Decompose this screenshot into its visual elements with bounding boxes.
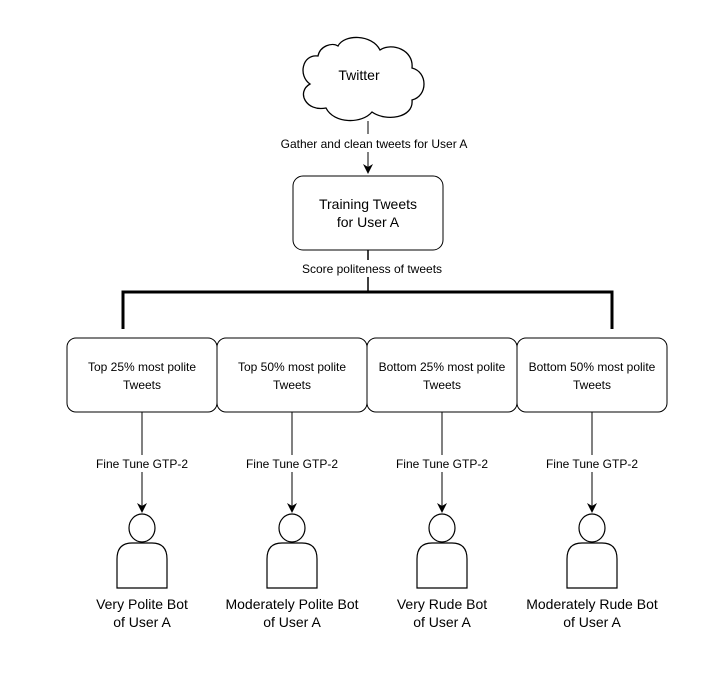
score-label-bg — [296, 260, 448, 277]
subset-label-line2: Tweets — [573, 378, 611, 392]
person-body — [116, 542, 168, 589]
person-body — [566, 542, 618, 589]
person-icon — [266, 513, 318, 589]
person-icon — [416, 513, 468, 589]
training-tweets-node: Training Tweets for User A — [292, 175, 444, 251]
bot-label-line1: Very Polite Bot — [96, 596, 188, 612]
training-tweets-box — [292, 175, 444, 251]
fine-tune-label: Fine Tune GTP-2 — [396, 457, 488, 471]
gather-label: Gather and clean tweets for User A — [281, 137, 468, 151]
subset-box — [216, 337, 368, 413]
bot-label-line2: of User A — [113, 614, 171, 630]
person-head — [128, 513, 156, 543]
training-tweets-line1: Training Tweets — [319, 196, 417, 212]
subset-label-line1: Bottom 25% most polite — [379, 360, 506, 374]
subset-box — [66, 337, 218, 413]
person-icon — [566, 513, 618, 589]
fine-tune-label: Fine Tune GTP-2 — [546, 457, 638, 471]
fine-tune-label-bg — [90, 455, 194, 472]
bot-label-line1: Moderately Polite Bot — [225, 596, 358, 612]
bot-label-line2: of User A — [263, 614, 321, 630]
subset-box — [516, 337, 668, 413]
twitter-cloud-node: Twitter — [302, 36, 425, 122]
gather-label-bg — [272, 134, 476, 152]
fine-tune-label-bg — [540, 455, 644, 472]
bot-label-line2: of User A — [563, 614, 621, 630]
bot-label-line1: Very Rude Bot — [397, 596, 487, 612]
subset-label-line1: Top 25% most polite — [88, 360, 196, 374]
person-head — [428, 513, 456, 543]
subset-label-line1: Top 50% most polite — [238, 360, 346, 374]
twitter-label: Twitter — [338, 67, 380, 83]
bot-label-line1: Moderately Rude Bot — [526, 596, 658, 612]
fine-tune-label: Fine Tune GTP-2 — [246, 457, 338, 471]
person-head — [578, 513, 606, 543]
subset-label-line2: Tweets — [123, 378, 161, 392]
person-icon — [116, 513, 168, 589]
subset-box — [366, 337, 518, 413]
fine-tune-label: Fine Tune GTP-2 — [96, 457, 188, 471]
score-label: Score politeness of tweets — [302, 262, 442, 276]
person-head — [278, 513, 306, 543]
split-bracket — [121, 290, 614, 329]
training-tweets-line2: for User A — [337, 214, 400, 230]
person-body — [416, 542, 468, 589]
subset-label-line1: Bottom 50% most polite — [529, 360, 656, 374]
person-body — [266, 542, 318, 589]
cloud-shape — [302, 36, 425, 122]
fine-tune-label-bg — [240, 455, 344, 472]
subset-label-line2: Tweets — [273, 378, 311, 392]
subset-label-line2: Tweets — [423, 378, 461, 392]
fine-tune-label-bg — [390, 455, 494, 472]
bot-label-line2: of User A — [413, 614, 471, 630]
